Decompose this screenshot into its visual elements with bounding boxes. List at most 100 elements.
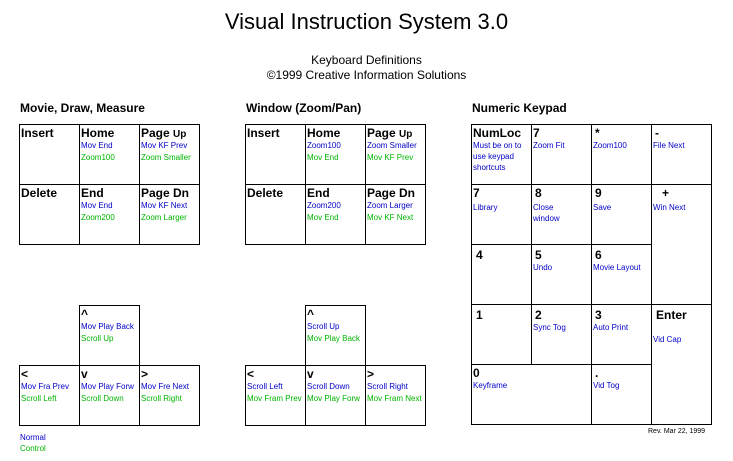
window-pageup-key[interactable]: Page Up Zoom Smaller Mov KF Prev bbox=[366, 125, 426, 185]
window-end-key[interactable]: End Zoom200 Mov End bbox=[306, 185, 366, 245]
numpad-5-key[interactable]: 5 Undo bbox=[532, 245, 592, 305]
numpad-8-key[interactable]: 8 Close window bbox=[532, 185, 592, 245]
page-title: Visual Instruction System 3.0 bbox=[224, 9, 509, 34]
normal-action: File Next bbox=[653, 141, 685, 150]
window-up-arrow-key[interactable]: ^ Scroll Up Mov Play Back bbox=[306, 306, 366, 366]
control-action: Scroll Down bbox=[81, 394, 124, 403]
window-delete-key[interactable]: Delete bbox=[246, 185, 306, 245]
numlock-note-line2: use keypad bbox=[473, 152, 514, 161]
key-label: 3 bbox=[595, 308, 602, 322]
control-action: Mov End bbox=[307, 153, 339, 162]
key-label: Page Dn bbox=[367, 186, 416, 200]
movie-nav-cluster: Insert Home Mov End Zoom100 Page Up Mov … bbox=[19, 124, 200, 245]
key-label: Page Up bbox=[367, 126, 413, 140]
window-pagedn-key[interactable]: Page Dn Zoom Larger Mov KF Next bbox=[366, 185, 426, 245]
key-label: v bbox=[307, 367, 314, 381]
normal-action: Mov Fre Next bbox=[141, 382, 190, 391]
movie-down-arrow-key[interactable]: v Mov Play Forw Scroll Down bbox=[80, 366, 140, 426]
normal-action: Vid Cap bbox=[653, 335, 682, 344]
movie-home-key[interactable]: Home Mov End Zoom100 bbox=[80, 125, 140, 185]
key-label: 7 bbox=[473, 186, 480, 200]
control-action: Zoom200 bbox=[81, 213, 115, 222]
normal-action: Mov KF Prev bbox=[141, 141, 188, 150]
movie-up-arrow-key[interactable]: ^ Mov Play Back Scroll Up bbox=[80, 306, 140, 366]
key-label: 4 bbox=[476, 248, 483, 262]
key-label: 0 bbox=[473, 366, 480, 380]
key-label: Home bbox=[307, 126, 341, 140]
numpad-star-key[interactable]: * Zoom100 bbox=[592, 125, 652, 185]
movie-end-key[interactable]: End Mov End Zoom200 bbox=[80, 185, 140, 245]
normal-action: Mov Play Back bbox=[81, 322, 134, 331]
control-action: Mov Fram Next bbox=[367, 394, 422, 403]
key-label: End bbox=[307, 186, 330, 200]
normal-action: Movie Layout bbox=[593, 263, 641, 272]
control-action: Zoom Smaller bbox=[141, 153, 191, 162]
normal-action-line1: Close bbox=[533, 203, 554, 212]
control-action: Scroll Right bbox=[141, 394, 182, 403]
movie-left-arrow-key[interactable]: < Mov Fra Prev Scroll Left bbox=[20, 366, 80, 426]
window-right-arrow-key[interactable]: > Scroll Right Mov Fram Next bbox=[366, 366, 426, 426]
numlock-note-line3: shortcuts bbox=[473, 163, 506, 172]
key-label: + bbox=[662, 186, 670, 200]
numpad-plus-key[interactable]: + Win Next bbox=[652, 185, 712, 305]
normal-action: Mov Fra Prev bbox=[21, 382, 70, 391]
normal-action: Mov End bbox=[81, 201, 113, 210]
normal-action: Mov Play Forw bbox=[81, 382, 134, 391]
normal-action: Keyframe bbox=[473, 381, 508, 390]
movie-right-arrow-key[interactable]: > Mov Fre Next Scroll Right bbox=[140, 366, 200, 426]
control-action: Zoom100 bbox=[81, 153, 115, 162]
legend-control: Control bbox=[20, 444, 46, 453]
normal-action: Scroll Right bbox=[367, 382, 408, 391]
movie-insert-key[interactable]: Insert bbox=[20, 125, 80, 185]
revision-date: Rev. Mar 22, 1999 bbox=[648, 428, 706, 435]
control-action: Scroll Up bbox=[81, 334, 114, 343]
numpad-9-key[interactable]: 9 Save bbox=[592, 185, 652, 245]
key-label: Enter bbox=[656, 308, 687, 322]
window-down-arrow-key[interactable]: v Scroll Down Mov Play Forw bbox=[306, 366, 366, 426]
numlock-key[interactable]: NumLoc Must be on to use keypad shortcut… bbox=[472, 125, 532, 185]
key-label: 2 bbox=[535, 308, 542, 322]
numpad-1-key[interactable]: 1 bbox=[472, 305, 532, 365]
key-label: Page Up bbox=[141, 126, 187, 140]
numpad-minus-key[interactable]: - File Next bbox=[652, 125, 712, 185]
key-label: < bbox=[247, 367, 255, 381]
key-label: Home bbox=[81, 126, 115, 140]
movie-up-cluster: ^ Mov Play Back Scroll Up bbox=[79, 305, 140, 366]
normal-action: Scroll Up bbox=[307, 322, 340, 331]
normal-action: Zoom Fit bbox=[533, 141, 565, 150]
numpad-dot-key[interactable]: . Vid Tog bbox=[592, 365, 652, 425]
key-label: 5 bbox=[535, 248, 542, 262]
movie-pageup-key[interactable]: Page Up Mov KF Prev Zoom Smaller bbox=[140, 125, 200, 185]
numpad-3-key[interactable]: 3 Auto Print bbox=[592, 305, 652, 365]
normal-action: Zoom100 bbox=[593, 141, 627, 150]
numpad-7-top-key[interactable]: 7 Zoom Fit bbox=[532, 125, 592, 185]
key-label: > bbox=[141, 367, 149, 381]
control-action: Mov KF Prev bbox=[367, 153, 414, 162]
numpad-2-key[interactable]: 2 Sync Tog bbox=[532, 305, 592, 365]
numpad-6-key[interactable]: 6 Movie Layout bbox=[592, 245, 652, 305]
window-insert-key[interactable]: Insert bbox=[246, 125, 306, 185]
window-heading: Window (Zoom/Pan) bbox=[246, 101, 362, 115]
normal-action: Zoom Smaller bbox=[367, 141, 417, 150]
key-label: End bbox=[81, 186, 104, 200]
numpad-heading: Numeric Keypad bbox=[472, 101, 567, 115]
normal-action: Mov KF Next bbox=[141, 201, 188, 210]
normal-action: Save bbox=[593, 203, 612, 212]
numpad-0-key[interactable]: 0 Keyframe bbox=[472, 365, 592, 425]
numpad-7-key[interactable]: 7 Library bbox=[472, 185, 532, 245]
window-left-arrow-key[interactable]: < Scroll Left Mov Fram Prev bbox=[246, 366, 306, 426]
movie-delete-key[interactable]: Delete bbox=[20, 185, 80, 245]
numpad-4-key[interactable]: 4 bbox=[472, 245, 532, 305]
key-label: v bbox=[81, 367, 88, 381]
numpad-enter-key[interactable]: Enter Vid Cap bbox=[652, 305, 712, 425]
key-label: Insert bbox=[247, 126, 280, 140]
movie-arrow-cluster: < Mov Fra Prev Scroll Left v Mov Play Fo… bbox=[19, 365, 200, 426]
window-arrow-cluster: < Scroll Left Mov Fram Prev v Scroll Dow… bbox=[245, 365, 426, 426]
key-label: < bbox=[21, 367, 29, 381]
key-label: 7 bbox=[533, 126, 540, 140]
key-label: . bbox=[595, 366, 599, 380]
normal-action: Zoom200 bbox=[307, 201, 341, 210]
movie-pagedn-key[interactable]: Page Dn Mov KF Next Zoom Larger bbox=[140, 185, 200, 245]
window-home-key[interactable]: Home Zoom100 Mov End bbox=[306, 125, 366, 185]
numeric-keypad: NumLoc Must be on to use keypad shortcut… bbox=[471, 124, 712, 425]
